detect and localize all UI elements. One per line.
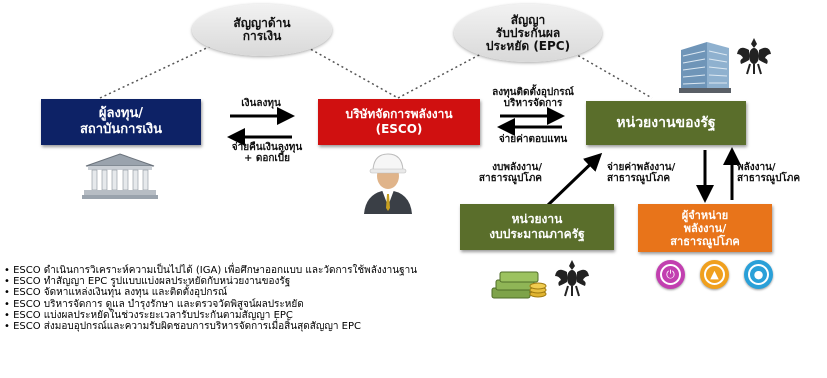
pay-return-label: จ่ายค่าตอบแทน: [498, 134, 568, 145]
investor-box: ผู้ลงทุน/ สถาบันการเงิน: [41, 99, 201, 145]
list-item: • ESCO ทำสัญญา EPC รูปแบบแบ่งผลประหยัดกั…: [4, 276, 291, 288]
garuda-emblem-icon: [555, 260, 589, 297]
plug-icon: ⏻: [656, 260, 685, 289]
budget-flow-label: งบพลังงาน/ สาธารณูปโภค: [478, 162, 542, 184]
esco-box: บริษัทจัดการพลังงาน (ESCO): [318, 99, 480, 145]
loan-label: เงินลงทุน: [241, 98, 281, 109]
office-building-icon: [679, 42, 731, 93]
government-box: หน่วยงานของรัฐ: [586, 101, 746, 145]
garuda-emblem-icon: [737, 38, 771, 75]
arrow-budget: [546, 152, 603, 207]
plug-icon-glyph: ⏻: [660, 264, 681, 285]
water-drop-icon-glyph: ●: [748, 264, 769, 285]
epc-contract-ellipse: สัญญา รับประกันผล ประหยัด (EPC): [454, 4, 602, 62]
money-stack-icon: [491, 271, 547, 299]
utility-box: ผู้จำหน่าย พลังงาน/ สาธารณูปโภค: [638, 204, 772, 252]
energy-label: พลังงาน/ สาธารณูปโภค: [737, 162, 801, 184]
list-item: • ESCO จัดหาแหล่งเงินทุน ลงทุน และติดตั้…: [4, 287, 228, 299]
list-item: • ESCO บริหารจัดการ ดูแล บำรุงรักษา และต…: [4, 298, 304, 310]
esco-steps-list: • ESCO ดำเนินการวิเคราะห์ความเป็นไปได้ (…: [4, 265, 474, 332]
finance-contract-ellipse: สัญญาด้าน การเงิน: [192, 4, 332, 56]
repay-label: จ่ายคืนเงินลงทุน + ดอกเบี้ย: [231, 142, 303, 164]
pay-energy-label: จ่ายค่าพลังงาน/ สาธารณูปโภค: [607, 162, 676, 184]
flame-icon: ▲: [700, 260, 729, 289]
list-item: • ESCO แบ่งผลประหยัดในช่วงระยะเวลารับประ…: [4, 309, 293, 321]
water-drop-icon: ●: [744, 260, 773, 289]
bank-building-icon: [82, 153, 158, 199]
budget-box: หน่วยงาน งบประมาณภาครัฐ: [460, 204, 614, 250]
flame-icon-glyph: ▲: [704, 264, 725, 285]
install-label: ลงทุนติดตั้งอุปกรณ์ บริหารจัดการ: [492, 87, 574, 109]
engineer-hardhat-icon: [364, 153, 412, 214]
list-item: • ESCO ดำเนินการวิเคราะห์ความเป็นไปได้ (…: [4, 265, 418, 276]
list-item: • ESCO ส่งมอบอุปกรณ์และความรับผิดชอบการบ…: [4, 321, 361, 333]
